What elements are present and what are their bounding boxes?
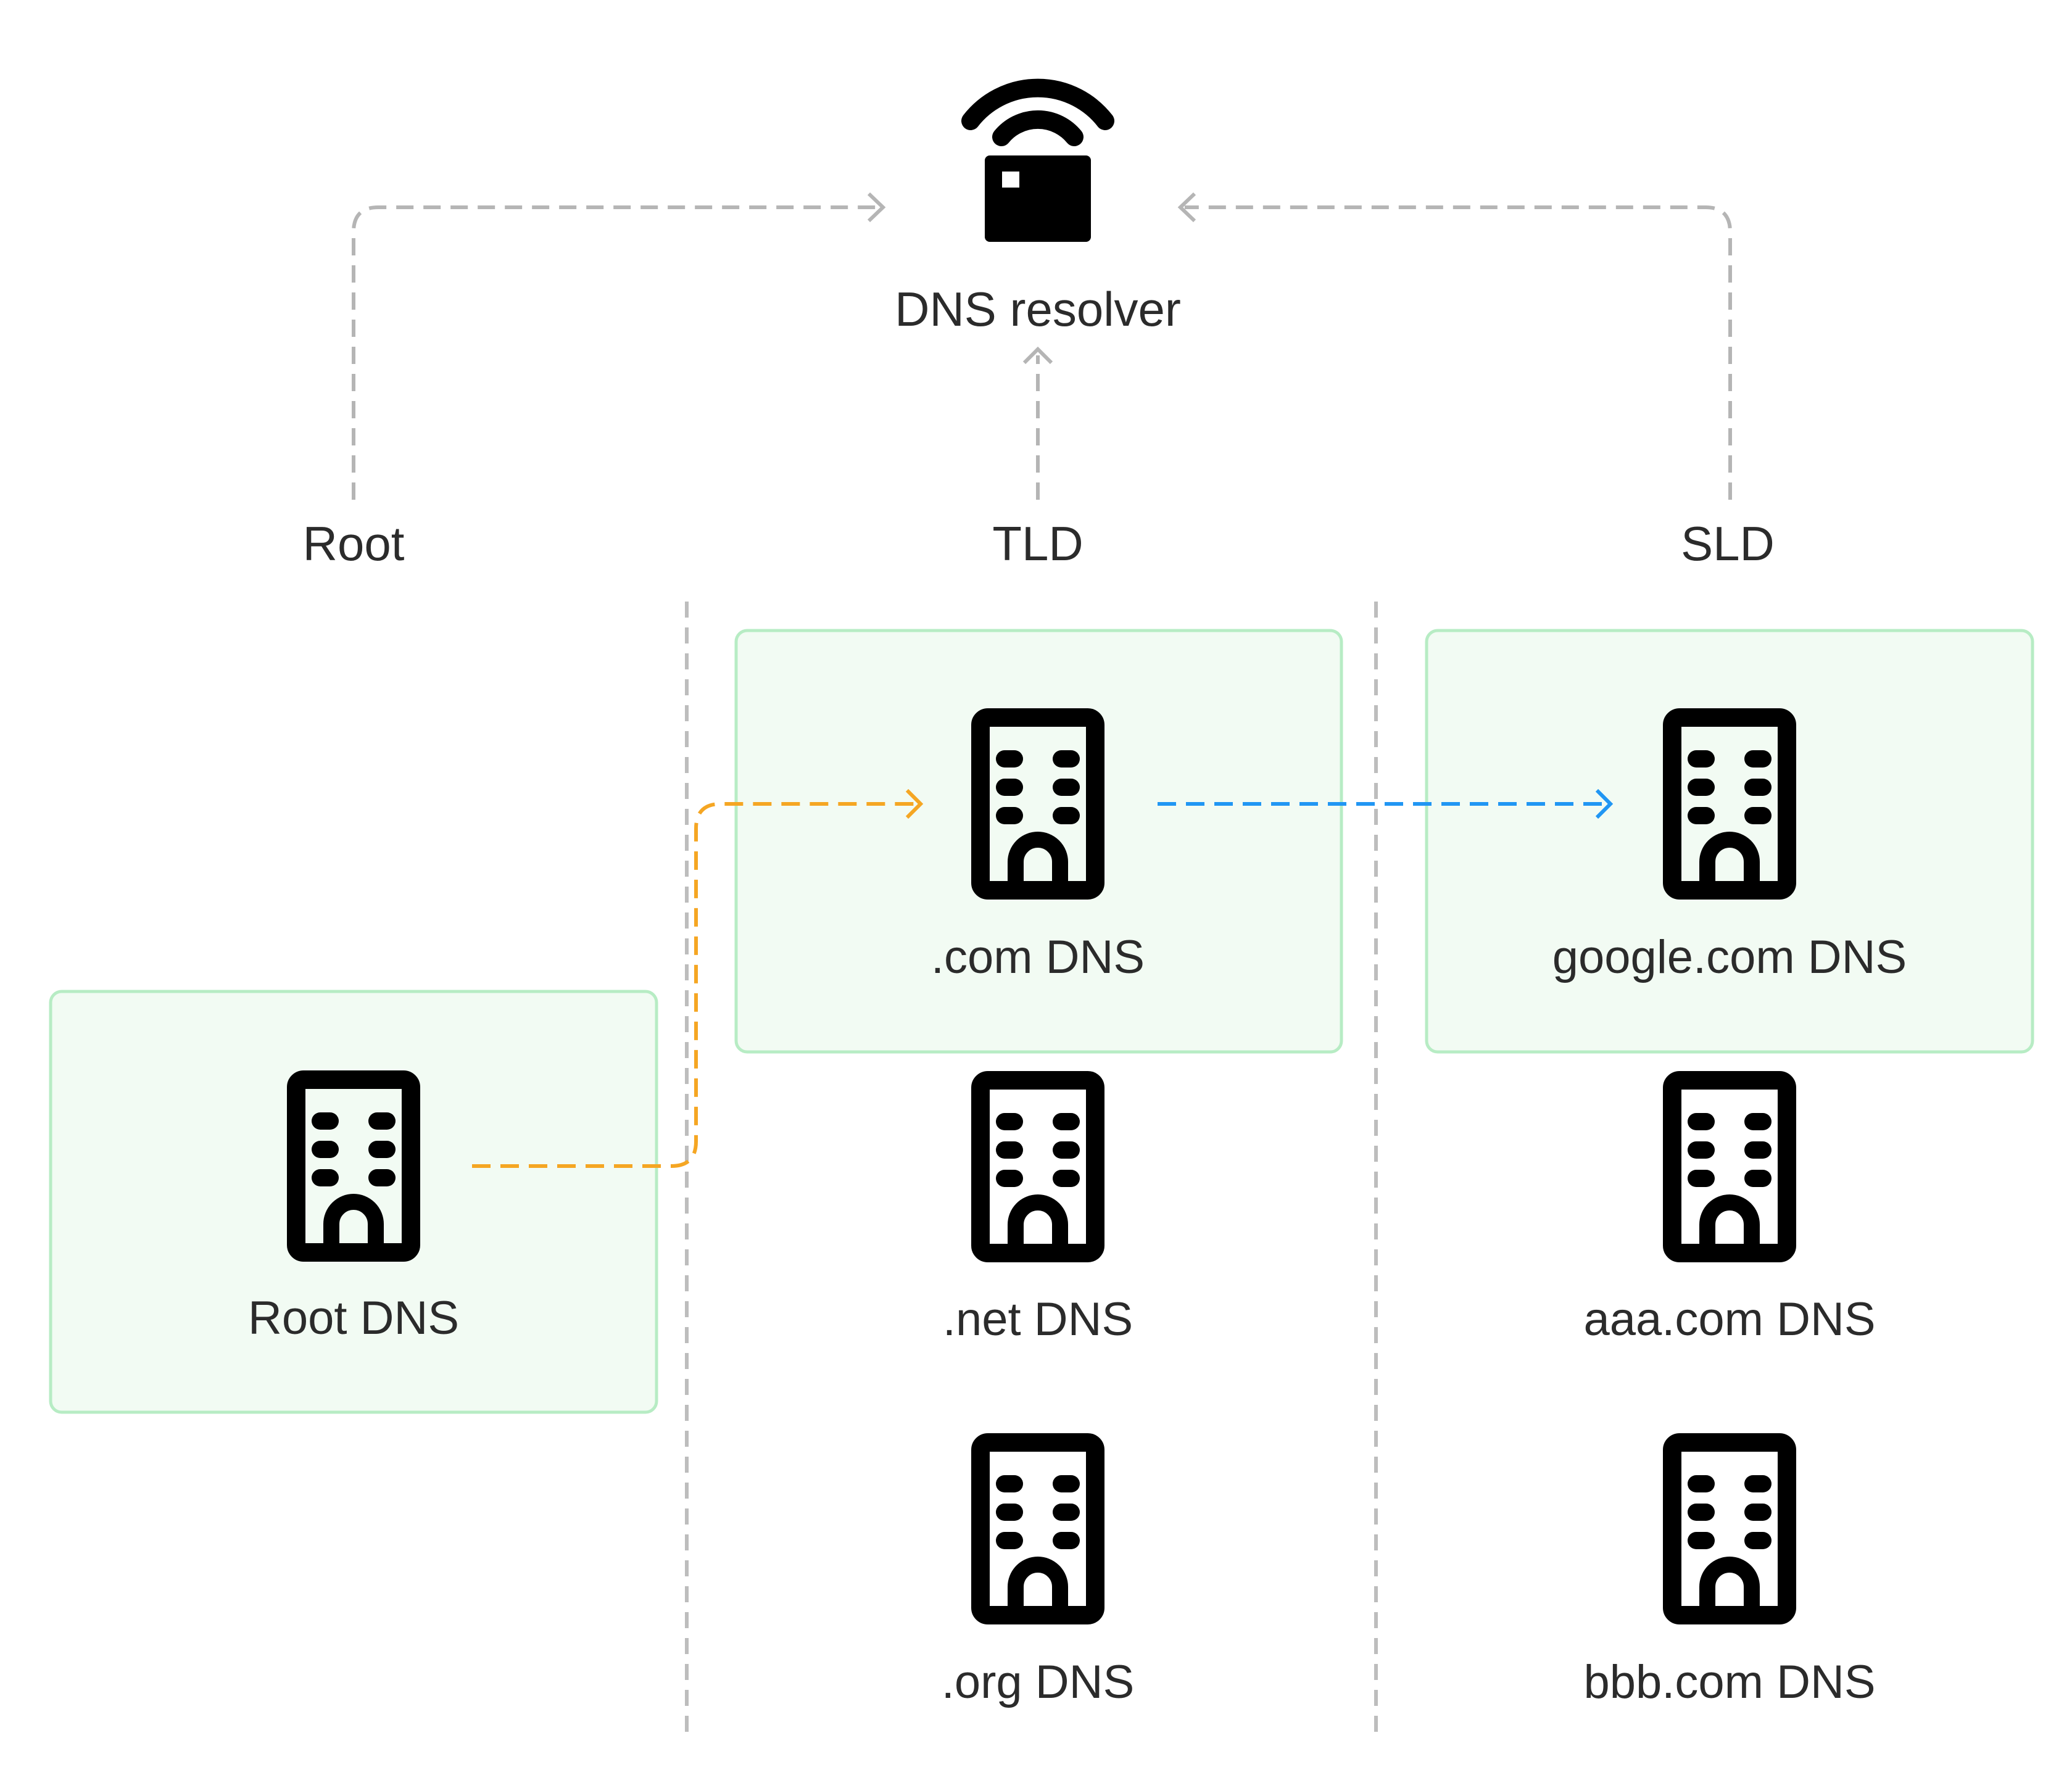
building-icon <box>1672 1442 1787 1615</box>
root-to-com-path <box>472 802 917 1168</box>
building-icon <box>1672 1080 1787 1253</box>
arrow-sld-to-resolver <box>1185 205 1732 500</box>
arrowhead-sld-to-resolver <box>1177 192 1196 223</box>
node-label-org-dns: .org DNS <box>942 1656 1135 1708</box>
resolver-arrows <box>352 192 1732 500</box>
node-label-bbb-dns: bbb.com DNS <box>1583 1656 1875 1708</box>
root-to-com-arrowhead <box>905 788 924 819</box>
node-label-root-dns: Root DNS <box>248 1292 459 1344</box>
root-to-com-arrow <box>472 788 924 1168</box>
node-label-aaa-dns: aaa.com DNS <box>1583 1293 1875 1346</box>
arrow-root-to-resolver <box>352 205 879 500</box>
node-label-com-dns: .com DNS <box>931 931 1145 983</box>
building-icon <box>980 1080 1095 1253</box>
arrowhead-root-to-resolver <box>867 192 886 223</box>
arrowhead-tld-to-resolver <box>1022 346 1053 365</box>
column-label-root: Root <box>303 516 405 571</box>
building-icon <box>980 1442 1095 1615</box>
router-icon <box>961 78 1114 242</box>
resolver-label: DNS resolver <box>895 282 1181 336</box>
node-label-net-dns: .net DNS <box>943 1293 1133 1346</box>
node-label-google-dns: google.com DNS <box>1552 931 1907 983</box>
com-to-google-arrowhead <box>1595 788 1614 819</box>
com-to-google-arrow <box>1158 788 1614 819</box>
column-label-sld: SLD <box>1681 516 1775 571</box>
column-label-tld: TLD <box>992 516 1083 571</box>
